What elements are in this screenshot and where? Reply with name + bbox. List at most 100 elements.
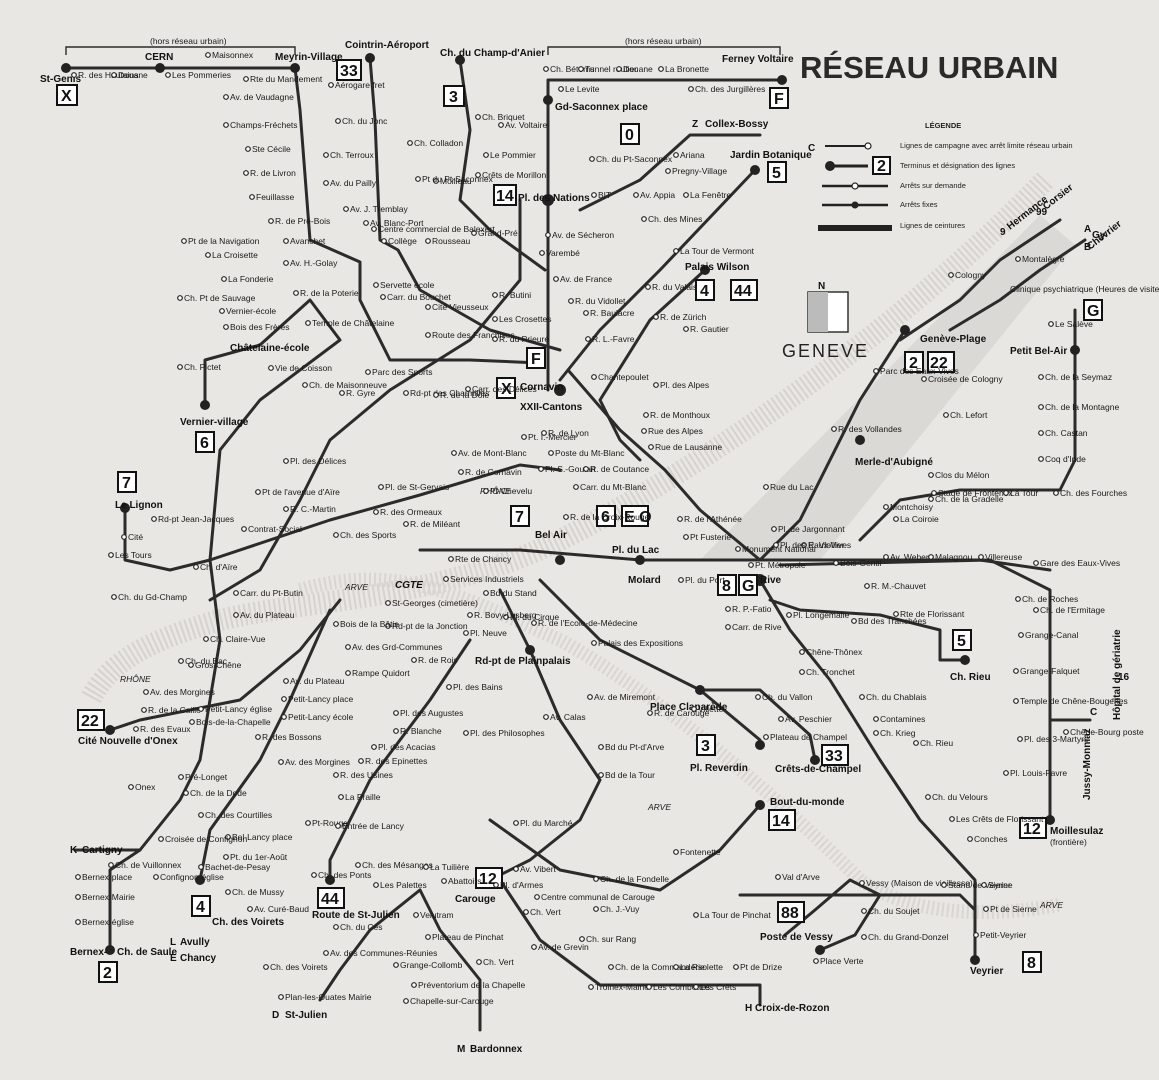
dir-99: 99 <box>1036 207 1048 218</box>
stop-label: Chêne-Bourg poste <box>1070 727 1144 737</box>
stop-label: Bd du Pt-d'Arve <box>605 742 665 752</box>
stop-marker <box>177 364 183 370</box>
stop-label: R. de la Caille <box>148 705 201 715</box>
stop-marker <box>1033 607 1039 613</box>
stop-marker <box>725 624 731 630</box>
stop-marker <box>503 614 509 620</box>
stop-marker <box>588 984 594 990</box>
stop-marker <box>333 924 339 930</box>
box-5-jardin <box>767 161 787 183</box>
stop-marker <box>378 484 384 490</box>
box-12-carouge-label: 12 <box>479 871 497 888</box>
stop-marker <box>1017 736 1023 742</box>
stop-marker <box>949 816 955 822</box>
stop-marker <box>255 489 261 495</box>
stop-marker <box>1015 596 1021 602</box>
hors-reseau-left-bracket <box>65 46 296 55</box>
stop-label: R. de Miléant <box>410 519 461 529</box>
stop-marker <box>268 218 274 224</box>
stop-label: Moilleau <box>440 176 472 186</box>
stop-marker <box>583 466 589 472</box>
stop-marker <box>598 772 604 778</box>
stop-label: R. des Bossons <box>262 732 322 742</box>
stop-label: Ch. Rieu <box>920 738 953 748</box>
dir-16: 16 <box>1118 672 1130 683</box>
stop-label: Ch. des Mésanges <box>362 860 433 870</box>
stop-label: Cologny <box>955 270 987 280</box>
stop-label: BIT <box>598 190 611 200</box>
stop-marker <box>893 516 899 522</box>
stop-label: Ch. Vert <box>530 907 561 917</box>
stop-marker <box>255 734 261 740</box>
stop-label: Troinex-Mairie <box>595 982 649 992</box>
label-vessy: Poste de Vessy <box>760 932 833 943</box>
terminus-jardin <box>750 165 760 175</box>
stop-marker <box>813 958 819 964</box>
stop-marker <box>593 876 599 882</box>
stop-marker <box>521 434 527 440</box>
box-8-rive <box>717 574 737 596</box>
stop-label: Ch. du Grand-Donzel <box>868 932 948 942</box>
stop-label: Confignon-église <box>160 872 224 882</box>
stop-label: Varembé <box>546 248 580 258</box>
stop-label: Bois-de-la-Chapelle <box>196 717 271 727</box>
stop-label: Pl. S.-Goulart <box>545 464 597 474</box>
stop-label: Malagnou <box>935 552 973 562</box>
stop-marker <box>225 889 231 895</box>
stop-label: Bernex-place <box>82 872 132 882</box>
stop-label: Centre commercial de Balexert <box>378 224 495 234</box>
box-x-cornavin <box>496 377 516 399</box>
stop-marker <box>773 542 779 548</box>
stop-label: Carr. du Bouchet <box>387 292 451 302</box>
route-5-rieu <box>768 598 967 662</box>
label-jussy: Jussy-Monniaz <box>1082 728 1093 800</box>
stop-marker <box>725 606 731 612</box>
box-14-bout-label: 14 <box>772 813 790 830</box>
river-label-arve-3: ARVE <box>1039 900 1063 910</box>
stop-marker <box>121 534 127 540</box>
stop-marker <box>75 919 81 925</box>
stop-marker <box>928 554 934 560</box>
stop-label: Monument National <box>742 544 816 554</box>
stop-label: Ch. de la Dode <box>190 788 247 798</box>
stop-marker <box>1053 490 1059 496</box>
stop-marker <box>983 906 989 912</box>
legend-stop-icon <box>864 142 872 150</box>
label-voirets: Ch. des Voirets <box>212 917 284 928</box>
label-lignon: Le Lignon <box>115 500 163 511</box>
stop-label: Pt. I.-Mercier <box>528 432 577 442</box>
city-name: GENEVE <box>782 341 869 361</box>
stop-marker <box>345 644 351 650</box>
stop-marker <box>205 52 211 58</box>
stop-label: Av. Weber <box>890 552 929 562</box>
stop-label: Bois-Gentil <box>840 558 882 568</box>
stop-label: R. Bovy-Lysberg <box>474 610 537 620</box>
stop-label: Ch. des Sports <box>340 530 396 540</box>
stop-marker <box>1038 456 1044 462</box>
stop-label: Ch. Bétems <box>550 64 594 74</box>
stop-label: Contrat-Social <box>248 524 302 534</box>
stop-label: Clos du Mélon <box>935 470 990 480</box>
stop-label: Av. de Miremont <box>594 692 656 702</box>
stop-label: Grange-Falquet <box>1020 666 1080 676</box>
stop-label: Douane <box>118 70 148 80</box>
stop-marker <box>673 248 679 254</box>
label-croixrozon: Croix-de-Rozon <box>755 1003 829 1014</box>
box-88-label: 88 <box>781 905 799 922</box>
stop-marker <box>568 298 574 304</box>
stop-label: Ch. du Gd-Champ <box>118 592 187 602</box>
stop-label: R. de Lyon <box>548 428 589 438</box>
stop-marker <box>425 304 431 310</box>
stop-label: Pl. des Acacias <box>378 742 436 752</box>
stop-label: R. de Livron <box>250 168 296 178</box>
stop-label: Pl. du Cirque <box>510 612 559 622</box>
stop-label: Ch. Pictet <box>184 362 221 372</box>
box-5-jardin-label: 5 <box>772 165 781 182</box>
stop-label: Le Salève <box>1055 319 1093 329</box>
stop-label: R. des Vollandes <box>838 424 902 434</box>
stop-marker <box>1003 770 1009 776</box>
box-7-lignon <box>117 471 137 493</box>
box-4-wilson-label: 4 <box>700 283 709 300</box>
route-12-moillesulaz <box>778 558 1052 822</box>
stop-label: Ch. Krieg <box>880 728 916 738</box>
